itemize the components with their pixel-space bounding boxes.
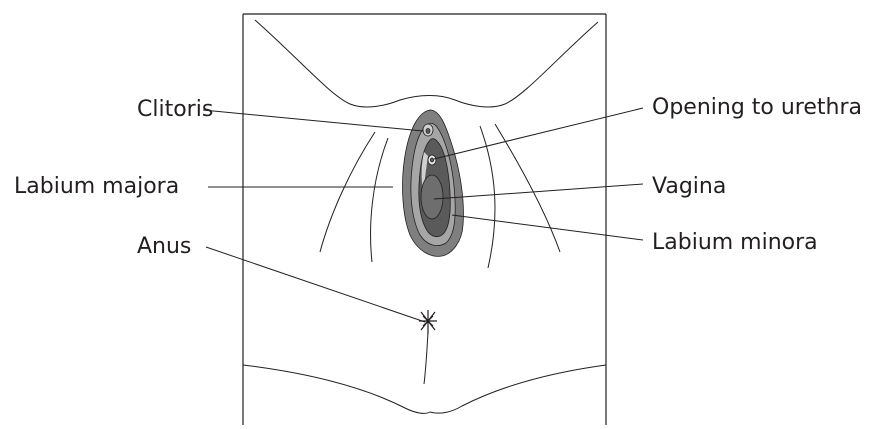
vaginal-opening-shape [421,175,443,219]
label-labium-minora: Labium minora [652,230,818,256]
left-buttock-curve [243,365,430,413]
leader-anus [206,247,425,322]
label-clitoris: Clitoris [137,97,213,123]
label-labium-majora: Labium majora [14,174,179,200]
anus-mark [419,310,437,334]
vulva-illustration [403,110,464,256]
label-opening-to-urethra: Opening to urethra [652,95,862,121]
leader-clitoris [203,110,423,131]
left-inner-fold [371,138,388,262]
right-outer-fold [495,124,560,252]
leader-labium-minora [452,215,643,240]
label-vagina: Vagina [652,174,726,200]
clitoris-dot [426,129,430,134]
label-anus: Anus [137,234,191,260]
anus-illustration [419,310,437,334]
leader-vagina [434,184,643,199]
left-outer-fold [320,132,375,252]
right-buttock-curve [430,365,606,413]
upper-thigh-crease [255,20,598,107]
perineum-line [424,332,428,384]
leader-urethra [434,108,643,159]
urethra-opening-dot [430,158,433,162]
